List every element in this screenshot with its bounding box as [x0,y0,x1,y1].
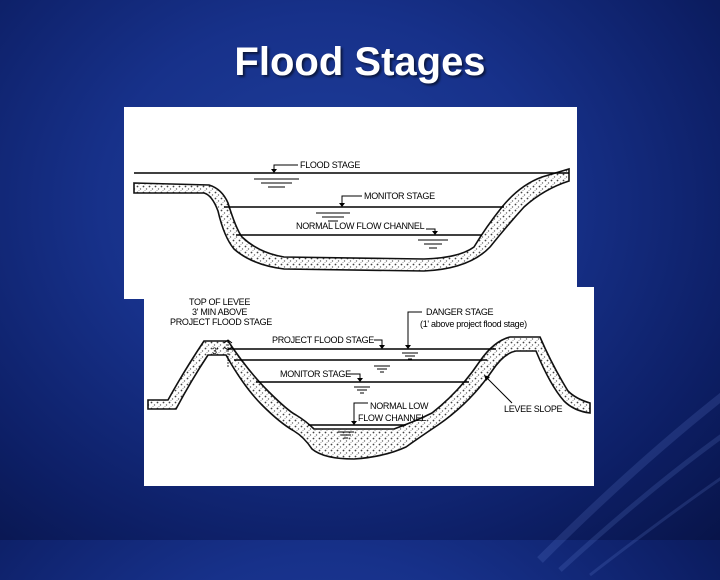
danger-stage-arrow [407,311,422,348]
channel-soil-band [133,167,570,272]
normal-low-flow-label: NORMAL LOW FLOW CHANNEL [296,221,425,231]
monitor-stage-label: MONITOR STAGE [280,369,351,379]
top-of-levee-label-line1: TOP OF LEVEE [189,297,250,307]
levee-slope-arrow [485,376,513,404]
flood-stage-label: FLOOD STAGE [300,160,360,170]
normal-low-flow-arrow [353,402,368,424]
levee-slope-label: LEVEE SLOPE [504,404,563,414]
freeboard-label: 3' [212,346,219,356]
monitor-stage-label: MONITOR STAGE [364,191,435,201]
normal-low-flow-water-symbol [338,431,354,439]
top-of-levee-label-line2: 3' MIN ABOVE [192,307,247,317]
flood-stage-water-symbol [254,178,299,188]
slide-title: Flood Stages [234,40,486,84]
levee-channel-diagram: 3' TOP OF LEVEE 3' MIN ABOVE PROJECT FLO… [144,287,594,486]
normal-low-flow-label-line2: FLOW CHANNEL [358,413,426,423]
flood-stage-arrow [273,164,298,172]
river-channel-diagram: FLOOD STAGE MONITOR STAGE NORMAL LOW FLO… [124,107,577,299]
project-flood-stage-water-symbol [374,365,390,373]
danger-stage-label-line2: (1' above project flood stage) [420,319,527,329]
project-flood-stage-label: PROJECT FLOOD STAGE [272,335,374,345]
danger-stage-water-symbol [402,352,418,360]
danger-stage-label-line1: DANGER STAGE [426,307,494,317]
freeboard-dimension-arrow [223,339,233,351]
monitor-stage-water-symbol [316,212,350,222]
levee-soil-profile [147,336,591,460]
top-of-levee-label-line3: PROJECT FLOOD STAGE [170,317,272,327]
monitor-stage-water-symbol [354,386,370,394]
normal-low-flow-water-symbol [418,239,448,249]
normal-low-flow-label-line1: NORMAL LOW [370,401,429,411]
monitor-stage-arrow [341,195,362,206]
